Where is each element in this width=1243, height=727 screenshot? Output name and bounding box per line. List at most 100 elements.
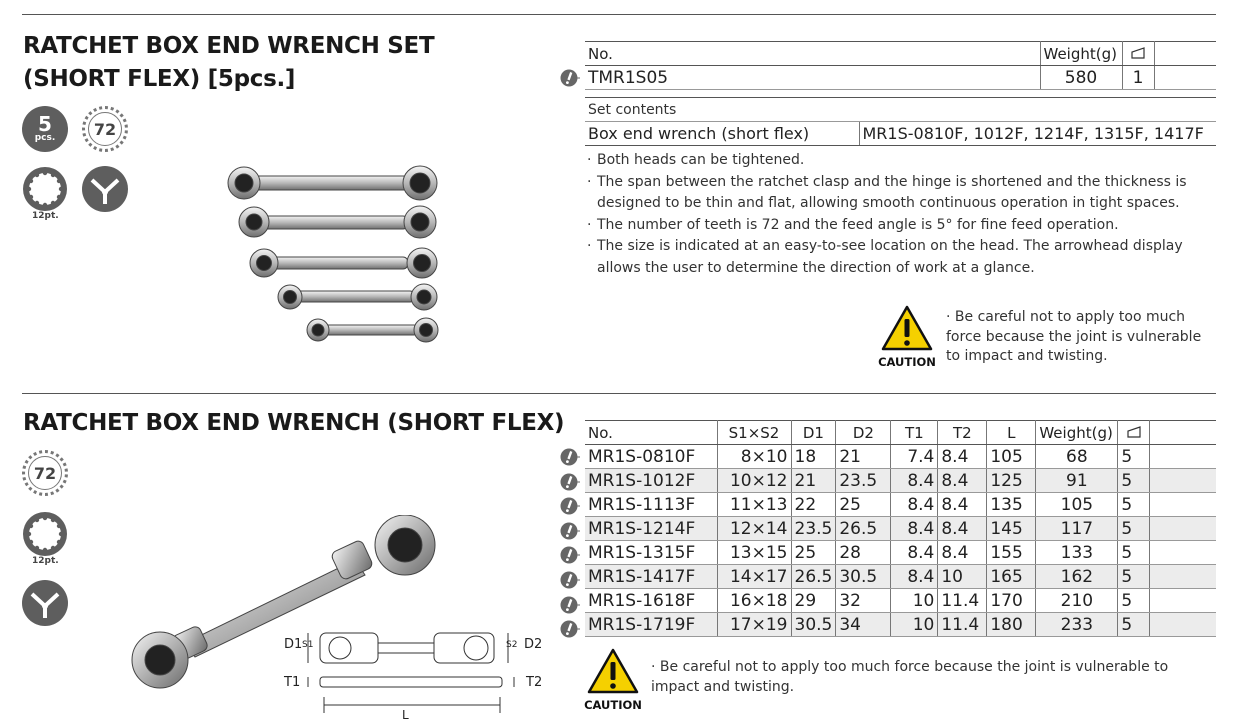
cell-part-no: MR1S-1315F: [585, 540, 718, 565]
col-no: No.: [585, 420, 718, 445]
set-title-line2: (SHORT FLEX) [5pcs.]: [23, 66, 296, 92]
note-item: Both heads can be tightened.: [585, 150, 1215, 172]
cell-qty: 5: [1117, 588, 1151, 613]
note-item: The size is indicated at an easy-to-see …: [585, 236, 1215, 279]
cell-d2: 25: [835, 492, 892, 517]
12pt-caption: 12pt.: [32, 211, 59, 221]
caution-label: CAUTION: [878, 355, 936, 369]
cell-d1: 29: [791, 588, 837, 613]
attention-mark-icon: [560, 522, 580, 540]
cell-d1: 30.5: [791, 612, 837, 637]
dim-d2: D2: [524, 637, 543, 652]
cell-t1: 8.4: [890, 468, 939, 493]
cell-t1: 8.4: [890, 492, 939, 517]
set-contents-header: Set contents: [585, 97, 1216, 122]
cell-d2: 34: [835, 612, 892, 637]
set-contents-label: Box end wrench (short flex): [585, 121, 860, 146]
cell-t2: 10: [937, 564, 988, 589]
12pt-socket-icon: [22, 166, 68, 212]
caution-text: · Be careful not to apply too much force…: [651, 659, 1169, 695]
cell-l: 180: [986, 612, 1037, 637]
col-d2: D2: [835, 420, 892, 445]
attention-mark-icon: [560, 596, 580, 614]
attention-mark-icon: [560, 473, 580, 491]
col-d1: D1: [791, 420, 837, 445]
12pt-caption: 12pt.: [32, 556, 59, 566]
cell-d2: 21: [835, 444, 892, 469]
caution-triangle-icon: [587, 648, 639, 694]
cell-t1: 8.4: [890, 540, 939, 565]
cell-weight: 233: [1035, 612, 1119, 637]
dim-d1: D1: [284, 637, 303, 652]
set-spec-table: No. Weight(g) TMR1S05 580 1: [585, 41, 1216, 90]
cell-d2: 32: [835, 588, 892, 613]
attention-mark-icon: [560, 69, 580, 87]
cell-t2: 8.4: [937, 540, 988, 565]
flex-head-icon: [82, 166, 128, 212]
cell-t1: 7.4: [890, 444, 939, 469]
cell-d2: 23.5: [835, 468, 892, 493]
cell-t1: 8.4: [890, 516, 939, 541]
cell-t1: 10: [890, 588, 939, 613]
cell-d2: 26.5: [835, 516, 892, 541]
caution-block: CAUTION: [583, 648, 643, 712]
set-weight: 580: [1040, 65, 1123, 90]
col-l: L: [986, 420, 1037, 445]
col-no: No.: [585, 41, 1041, 66]
cell-weight: 105: [1035, 492, 1119, 517]
dim-t2: T2: [526, 675, 543, 690]
cell-l: 145: [986, 516, 1037, 541]
cell-part-no: MR1S-1214F: [585, 516, 718, 541]
col-weight: Weight(g): [1035, 420, 1119, 445]
attention-mark-icon: [560, 620, 580, 638]
attention-mark-icon: [560, 546, 580, 564]
cell-l: 170: [986, 588, 1037, 613]
cell-d2: 30.5: [835, 564, 892, 589]
cell-qty: 5: [1117, 444, 1151, 469]
dim-s2: S2: [506, 640, 518, 650]
cell-s1s2: 12×14: [717, 516, 792, 541]
cell-part-no: MR1S-1618F: [585, 588, 718, 613]
cell-qty: 5: [1117, 516, 1151, 541]
cell-part-no: MR1S-1113F: [585, 492, 718, 517]
cell-part-no: MR1S-1719F: [585, 612, 718, 637]
note-item: The number of teeth is 72 and the feed a…: [585, 215, 1215, 237]
dim-t1: T1: [284, 675, 301, 690]
cell-weight: 68: [1035, 444, 1119, 469]
dim-l: L: [402, 708, 409, 722]
single-title: RATCHET BOX END WRENCH (SHORT FLEX): [23, 410, 565, 436]
wrench-set-image: [227, 165, 439, 343]
cell-l: 105: [986, 444, 1037, 469]
cell-s1s2: 14×17: [717, 564, 792, 589]
cell-l: 125: [986, 468, 1037, 493]
cell-t2: 8.4: [937, 516, 988, 541]
package-qty-icon: [1122, 41, 1155, 66]
caution-text: · Be careful not to apply too much force…: [946, 309, 1202, 364]
note-item: The span between the ratchet clasp and t…: [585, 172, 1215, 215]
single-spec-table: No. S1×S2 D1 D2 T1 T2 L Weight(g) MR1S-0…: [585, 420, 1216, 637]
caution-label: CAUTION: [584, 698, 642, 712]
cell-l: 135: [986, 492, 1037, 517]
cell-weight: 162: [1035, 564, 1119, 589]
cell-t2: 11.4: [937, 612, 988, 637]
cell-d1: 18: [791, 444, 837, 469]
cell-qty: 5: [1117, 492, 1151, 517]
flex-head-icon: [22, 580, 68, 626]
cell-part-no: MR1S-1417F: [585, 564, 718, 589]
set-contents-table: Set contents Box end wrench (short flex)…: [585, 97, 1216, 146]
attention-mark-icon: [560, 571, 580, 589]
wrench-image: [131, 515, 436, 689]
dimension-diagram: [307, 632, 515, 713]
col-t2: T2: [937, 420, 988, 445]
cell-s1s2: 17×19: [717, 612, 792, 637]
cell-d1: 26.5: [791, 564, 837, 589]
cell-qty: 5: [1117, 468, 1151, 493]
cell-l: 155: [986, 540, 1037, 565]
cell-d2: 28: [835, 540, 892, 565]
